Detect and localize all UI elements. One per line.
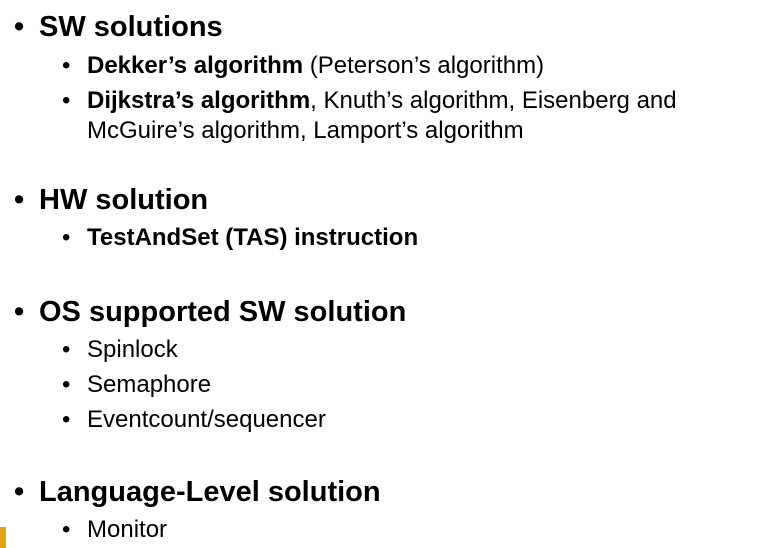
item-bold-text: TestAndSet (TAS) instruction bbox=[87, 224, 419, 251]
bullet-icon: • bbox=[14, 476, 25, 508]
bullet-icon: • bbox=[62, 52, 71, 79]
list-item-text: Spinlock bbox=[87, 335, 752, 365]
item-rest-text: Spinlock bbox=[87, 336, 178, 363]
list-item-text: Dekker’s algorithm (Peterson’s algorithm… bbox=[87, 51, 752, 81]
bullet-icon: • bbox=[62, 406, 71, 433]
heading-text: OS supported SW solution bbox=[39, 296, 407, 328]
bullet-icon: • bbox=[62, 87, 71, 114]
section-heading-os-supported: • OS supported SW solution bbox=[14, 295, 406, 329]
list-item-testandset: • TestAndSet (TAS) instruction bbox=[62, 223, 752, 253]
list-item-spinlock: • Spinlock bbox=[62, 335, 752, 365]
item-rest-text: , Knuth’s algorithm, Eisenberg and McGui… bbox=[87, 87, 677, 144]
bullet-icon: • bbox=[14, 184, 25, 216]
bullet-icon: • bbox=[62, 516, 71, 543]
bullet-icon: • bbox=[14, 296, 25, 328]
list-item-dekker: • Dekker’s algorithm (Peterson’s algorit… bbox=[62, 51, 752, 81]
heading-text: HW solution bbox=[39, 184, 209, 216]
list-item-eventcount: • Eventcount/sequencer bbox=[62, 405, 752, 435]
item-bold-text: Dijkstra’s algorithm bbox=[87, 87, 311, 114]
heading-text: SW solutions bbox=[39, 11, 223, 43]
list-item-monitor: • Monitor bbox=[62, 515, 752, 545]
item-rest-text: Monitor bbox=[87, 516, 168, 543]
section-heading-hw-solution: • HW solution bbox=[14, 183, 208, 217]
item-rest-text: Eventcount/sequencer bbox=[87, 406, 326, 433]
bullet-icon: • bbox=[62, 224, 71, 251]
heading-text: Language-Level solution bbox=[39, 476, 381, 508]
list-item-text: Dijkstra’s algorithm, Knuth’s algorithm,… bbox=[87, 86, 752, 146]
item-rest-text: Semaphore bbox=[87, 371, 212, 398]
item-rest-text: (Peterson’s algorithm) bbox=[303, 52, 545, 79]
item-bold-text: Dekker’s algorithm bbox=[87, 52, 304, 79]
slide-corner-accent bbox=[0, 527, 6, 548]
list-item-text: Semaphore bbox=[87, 370, 752, 400]
section-heading-language-level: • Language-Level solution bbox=[14, 475, 381, 509]
list-item-text: Monitor bbox=[87, 515, 752, 545]
section-heading-sw-solutions: • SW solutions bbox=[14, 10, 223, 44]
bullet-icon: • bbox=[62, 371, 71, 398]
list-item-text: Eventcount/sequencer bbox=[87, 405, 752, 435]
list-item-text: TestAndSet (TAS) instruction bbox=[87, 223, 752, 253]
list-item-dijkstra: • Dijkstra’s algorithm, Knuth’s algorith… bbox=[62, 86, 752, 146]
list-item-semaphore: • Semaphore bbox=[62, 370, 752, 400]
bullet-icon: • bbox=[62, 336, 71, 363]
bullet-icon: • bbox=[14, 11, 25, 43]
